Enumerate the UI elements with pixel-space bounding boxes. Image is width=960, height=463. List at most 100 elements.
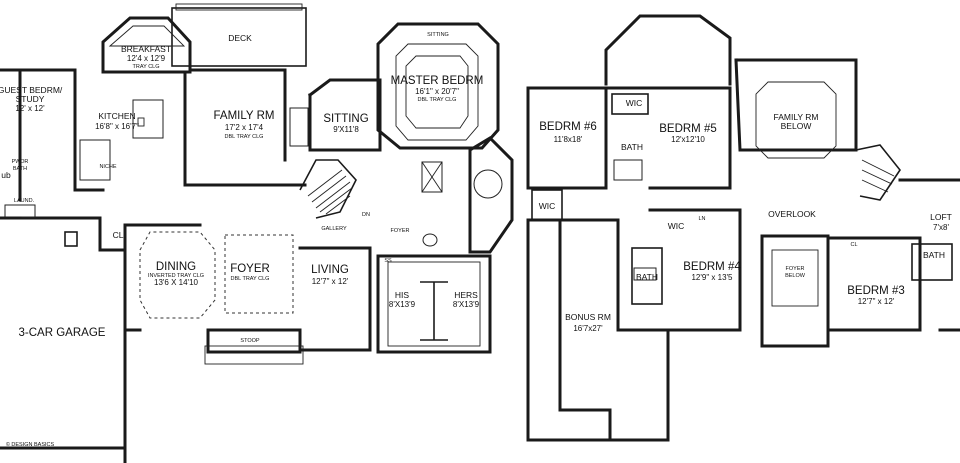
ub-label: ub xyxy=(1,170,11,180)
master-bath-bay xyxy=(468,136,514,254)
dining-tray xyxy=(139,231,216,319)
shower-mark-2 xyxy=(421,161,443,193)
bedrm4-walls xyxy=(648,208,742,332)
kitchen-counter xyxy=(79,139,111,181)
first-floor-plan xyxy=(0,3,514,463)
wic-3-label: WIC xyxy=(668,221,685,231)
gallery-label: GALLERY xyxy=(321,226,347,232)
master-tray-outer xyxy=(395,43,479,141)
master-tray-inner xyxy=(405,55,469,129)
upper-staircase xyxy=(855,144,901,201)
bedrm5-dims: 12'x12'10 xyxy=(671,135,705,144)
stoop-label: STOOP xyxy=(240,338,259,344)
kitchen-island xyxy=(132,99,164,139)
second-floor-plan xyxy=(526,14,960,442)
bedrm5-label: BEDRM #5 xyxy=(659,123,717,135)
deck-rail xyxy=(175,3,303,11)
garage-north-wall xyxy=(18,216,127,252)
foyer-small-label: FOYER xyxy=(391,228,410,234)
first-floor-labels: DECK BREAKFAST 12'4 x 12'9 TRAY CLG KITC… xyxy=(0,32,483,448)
loft-label: LOFT xyxy=(930,212,952,222)
wic-1-outline xyxy=(611,93,649,115)
dining-dims: 13'6 X 14'10 xyxy=(154,278,199,287)
bedrm6-label: BEDRM #6 xyxy=(539,121,597,133)
dining-label: DINING xyxy=(156,261,196,273)
bedrm3-dims: 12'7" x 12' xyxy=(858,297,895,306)
family-label: FAMILY RM xyxy=(214,110,275,122)
sitting-label: SITTING xyxy=(323,113,368,125)
master-dims: 16'1" x 20'7" xyxy=(415,87,459,96)
foyer-tray xyxy=(224,234,294,314)
master-label: MASTER BEDRM xyxy=(391,75,484,87)
tub-1 xyxy=(613,159,643,181)
bedrm6-dims: 11'8x18' xyxy=(554,135,583,144)
breakfast-dims: 12'4 x 12'9 xyxy=(127,54,166,63)
wic-2-label: WIC xyxy=(539,201,556,211)
hers-dims: 8'X13'9 xyxy=(453,300,480,309)
family-south-wall xyxy=(183,70,307,187)
overlook-label: OVERLOOK xyxy=(768,209,816,219)
closet-inner xyxy=(387,261,481,347)
master-note: DBL TRAY CLG xyxy=(418,97,457,103)
foyer-below-tray xyxy=(771,249,819,307)
niche-label: NICHE xyxy=(99,164,116,170)
breakfast-note: TRAY CLG xyxy=(133,64,160,70)
family-below-label-2: BELOW xyxy=(781,121,812,131)
deck-outline xyxy=(171,7,307,67)
bedrm5-walls xyxy=(604,86,732,190)
family-note: DBL TRAY CLG xyxy=(225,134,264,140)
breakfast-bay-walls xyxy=(101,16,192,74)
bath-1-label: BATH xyxy=(621,142,643,152)
laund-label: LAUND. xyxy=(14,198,35,204)
family-below-tray xyxy=(755,81,837,159)
breakfast-label: BREAKFAST xyxy=(121,44,171,54)
bath-3-label: BATH xyxy=(923,250,945,260)
wic-2-outline xyxy=(531,189,563,221)
living-label: LIVING xyxy=(311,264,349,276)
bedrm4-dims: 12'9" x 13'5 xyxy=(691,273,733,282)
guest-label-2: STUDY xyxy=(16,94,45,104)
foyer-label: FOYER xyxy=(230,263,270,275)
sitting-2-label: SITTING xyxy=(427,32,449,38)
foyer-below-label: FOYER xyxy=(786,266,805,272)
laundry-appliances xyxy=(4,204,36,218)
family-below-label: FAMILY RM xyxy=(773,112,818,122)
kitchen-dims: 16'8" x 16'7" xyxy=(95,122,139,131)
west-wing-walls xyxy=(18,68,105,192)
toilet xyxy=(422,233,438,247)
bay-outline xyxy=(604,14,732,86)
living-walls xyxy=(298,246,372,352)
guest-label: GUEST BEDRM/ xyxy=(0,85,63,95)
bedrm3-label: BEDRM #3 xyxy=(847,285,905,297)
family-dims: 17'2 x 17'4 xyxy=(225,123,264,132)
guest-dims: 12' x 12' xyxy=(15,104,45,113)
deck-label: DECK xyxy=(228,33,252,43)
sitting-room-walls xyxy=(307,78,382,152)
wic-1-label: WIC xyxy=(626,98,643,108)
foyer-below-walls xyxy=(760,234,830,348)
dining-note: INVERTED TRAY CLG xyxy=(148,273,204,279)
fireplace xyxy=(289,107,309,147)
bath-2-label: BATH xyxy=(636,272,658,282)
tub-2 xyxy=(633,267,657,281)
bath-2-outline xyxy=(631,247,663,305)
bonus-walls-east xyxy=(558,218,670,442)
ss-label: SS xyxy=(384,258,392,264)
copyright-label: © DESIGN BASICS xyxy=(6,441,55,448)
bath-3-outline xyxy=(911,243,953,281)
bonus-dims: 16'7x27' xyxy=(573,324,603,333)
his-dims: 8'X13'9 xyxy=(389,300,416,309)
stoop-outline xyxy=(206,328,302,354)
family-below-walls xyxy=(734,58,858,152)
breakfast-tray xyxy=(108,25,186,47)
master-bedroom-walls xyxy=(376,22,500,150)
his-label: HIS xyxy=(395,290,410,300)
stoop-steps xyxy=(204,345,304,365)
pwdr-label-2: BATH xyxy=(13,166,27,172)
dn-label: DN xyxy=(362,212,370,218)
kitchen-sink xyxy=(137,117,145,127)
foyer-note: DBL TRAY CLG xyxy=(231,276,270,282)
garage-label: 3-CAR GARAGE xyxy=(19,327,106,339)
main-staircase xyxy=(299,159,357,219)
